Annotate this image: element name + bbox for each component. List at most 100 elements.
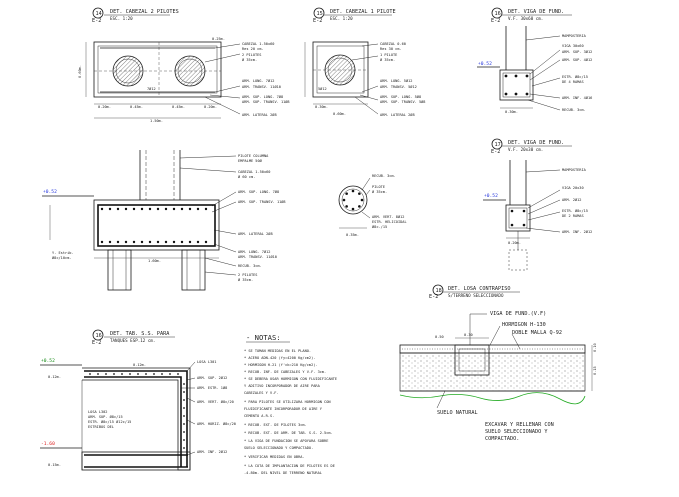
d18-dim-0: 0.30: [464, 333, 473, 337]
detail-17-subtitle: V.F. 20x30 cm.: [508, 147, 543, 152]
detail-15-cap-outline: [312, 41, 369, 98]
d15-label-6: ARM. SUP. LONG. 5Ø8: [380, 94, 421, 99]
detail-16-foundation-beam: 16 E-2 DET. VIGA DE FUND. V.F. 30x60 cm.…: [477, 7, 592, 114]
detail-16b-title: DET. TAB. S.S. PARA: [110, 331, 170, 337]
elevation-callouts: PILOTE COLUMNA EMPALME 50Ø CABEZAL 1.50x…: [179, 154, 286, 282]
rebar-dot: [196, 240, 200, 244]
rebar-dot: [100, 207, 104, 211]
rebar-dot: [145, 373, 147, 375]
detail-16-title: DET. VIGA DE FUND.: [508, 9, 564, 15]
center-dim-3: 1.60m.: [148, 259, 161, 263]
d16b-label-0: LOSA L301: [197, 360, 216, 364]
pile-label-1: PILOTE: [372, 185, 385, 189]
d15-dim-2: 5Ø12: [318, 86, 327, 91]
d14-label-0: CABEZAL 1.50x60: [242, 42, 274, 46]
detail-17-foundation-beam: 17 E-2 DET. VIGA DE FUND. V.F. 20x30 cm.…: [483, 138, 592, 271]
center-label-3: Ø 60 cm.: [238, 174, 255, 179]
rebar-dot: [188, 240, 192, 244]
d15-label-3: Ø 35cm.: [380, 57, 395, 62]
rebar-dot: [183, 415, 185, 417]
center-label-5: ARM. SUP. TRANSV. 11Ø8: [238, 199, 286, 204]
elevation-cap: [93, 199, 220, 251]
d15-label-7: ARM. SUP. TRANSV. 5Ø8: [380, 99, 425, 104]
rebar-dot: [108, 240, 112, 244]
d16-label-6: ARM. INF. 4Ø16: [562, 95, 592, 100]
d16b-label-6: ESTR. Ø8c/15 Ø12c/15: [88, 419, 131, 424]
detail-18-slab-on-grade: 18 E-2 DET. LOSA CONTRAPISO S/TERRENO SE…: [399, 284, 597, 442]
d14-dim-7: 0.25m.: [212, 37, 225, 41]
detail-16-subtitle: V.F. 30x60 cm.: [508, 16, 543, 21]
d16-label-7: RECUB. 3cm.: [562, 108, 586, 112]
rebar-dot: [105, 373, 107, 375]
detail-18-fill: [399, 352, 586, 392]
detail-15-ref: E-2: [313, 18, 322, 24]
rebar-dot: [164, 207, 168, 211]
d18-label-0: VIGA DE FUND.(V.F): [490, 311, 546, 317]
center-label-8: ARM. TRANSV. 11Ø10: [238, 254, 277, 259]
d16b-dim-1: 0.12m.: [133, 363, 146, 367]
note-item: * ACERO ADN-420 (fy=4200 Kg/cm2).: [244, 356, 315, 360]
center-label-1: EMPALME 50Ø: [238, 158, 263, 163]
d16b-dim-0: 0.12m.: [48, 375, 61, 379]
note-item: * LA VIGA DE FUNDACION SE APOYARA SOBRE: [244, 439, 328, 443]
center-label-9: RECUB. 3cm.: [238, 264, 262, 268]
pile-section-outline: [338, 185, 368, 215]
d17-label-2: ARM. 2Ø12: [562, 197, 581, 202]
note-item: * VERIFICAR MEDIDAS EN OBRA.: [244, 455, 305, 459]
detail-14-callouts: CABEZAL 1.50x60 Res 20 cm. 2 PILOTES Ø 3…: [204, 42, 290, 117]
detail-16b-subtitle: TANQUES ESP.12 cm.: [110, 338, 155, 343]
d16-label-4: ESTR. Ø8c/15: [562, 74, 588, 79]
d16b-level-bottom: -1.60: [41, 441, 55, 447]
d15-label-4: ARM. LONG. 5Ø12: [380, 78, 412, 83]
rebar-dot: [140, 240, 144, 244]
d14-dim-6: 0.60m.: [78, 65, 82, 78]
note-item: FLUIDIFICANTE INCORPORADOR DE AIRE Y: [244, 407, 323, 411]
rebar-dot: [196, 207, 200, 211]
note-item: * RECUB. INF. DE CABEZALES Y V.F. 3cm.: [244, 370, 326, 374]
rebar-dot: [358, 205, 361, 208]
rebar-dot: [164, 240, 168, 244]
d14-dim-2: 0.45m.: [172, 105, 185, 109]
rebar-dot: [177, 373, 179, 375]
d16-label-5: DE 4 RAMAS: [562, 80, 584, 84]
note-item: * RECUB. EXT. DE PILOTES 3cm.: [244, 423, 307, 427]
d14-dim-0: 0.20m.: [98, 105, 111, 109]
rebar-dot: [129, 373, 131, 375]
d18-label-5: SUELO SELECCIONADO Y: [485, 429, 548, 435]
rebar-dot: [153, 373, 155, 375]
d14-label-2: 2 PILOTES: [242, 53, 261, 57]
d18-dim-3: 0.50: [435, 335, 444, 339]
d14-label-3: Ø 35cm.: [242, 57, 257, 62]
d14-label-4: ARM. LONG. 7Ø12: [242, 78, 274, 83]
note-item: * SE DEBERA USAR HORMIGON CON FLUIDIFICA…: [244, 377, 337, 381]
detail-17-beam-section: [505, 204, 531, 232]
rebar-dot: [345, 192, 348, 195]
d15-label-2: 1 PILOTE: [380, 53, 397, 57]
rebar-dot: [116, 240, 120, 244]
detail-17-callouts: MAMPOSTERIA VIGA 20x30 ARM. 2Ø12 ESTR. Ø…: [525, 168, 592, 234]
note-item: * LA COTA DE IMPLANTACION DE PILOTES ES …: [244, 464, 335, 468]
rebar-dot: [148, 207, 152, 211]
detail-14-cap-outline: [93, 41, 222, 98]
note-item: -4.80m. DEL NIVEL DE TERRENO NATURAL: [244, 471, 322, 475]
pile-cap-elevation: +0.52 Y. Estrib. Ø8c/10cm. 1.60m. PILOTE…: [42, 150, 286, 291]
d16b-label-2: ARM. ESTR. 1Ø8: [197, 385, 227, 390]
d16b-label-9: ARM. INF. 2Ø12: [197, 449, 227, 454]
d17-label-5: ARM. INF. 2Ø12: [562, 229, 592, 234]
rebar-dot: [188, 207, 192, 211]
general-notes: - NOTAS: * SE TOMAN MEDIDAS EN EL PLANO.…: [244, 333, 337, 475]
rebar-dot: [183, 447, 185, 449]
d16-label-2: ARM. SUP. 3Ø12: [562, 49, 592, 54]
detail-15-title: DET. CABEZAL 1 PILOTE: [330, 9, 396, 15]
detail-18-beam: [454, 344, 490, 376]
detail-16-callouts: MAMPOSTERIA VIGA 30x60 ARM. SUP. 3Ø12 AR…: [525, 34, 592, 112]
rebar-dot: [132, 207, 136, 211]
note-item: * HORMIGON H-21 (f'ck=210 Kg/cm2).: [244, 363, 318, 367]
detail-15-single-pile-cap: 15 E-2 DET. CABEZAL 1 PILOTE ESC. 1:20 0…: [304, 7, 425, 117]
rebar-dot: [183, 399, 185, 401]
detail-15-callouts: CABEZAL 0.60 Res 30 cm. 1 PILOTE Ø 35cm.…: [351, 42, 425, 117]
d14-dim-4: 1.50m.: [150, 119, 163, 123]
detail-18-ref: E-2: [429, 294, 438, 300]
rebar-dot: [204, 240, 208, 244]
